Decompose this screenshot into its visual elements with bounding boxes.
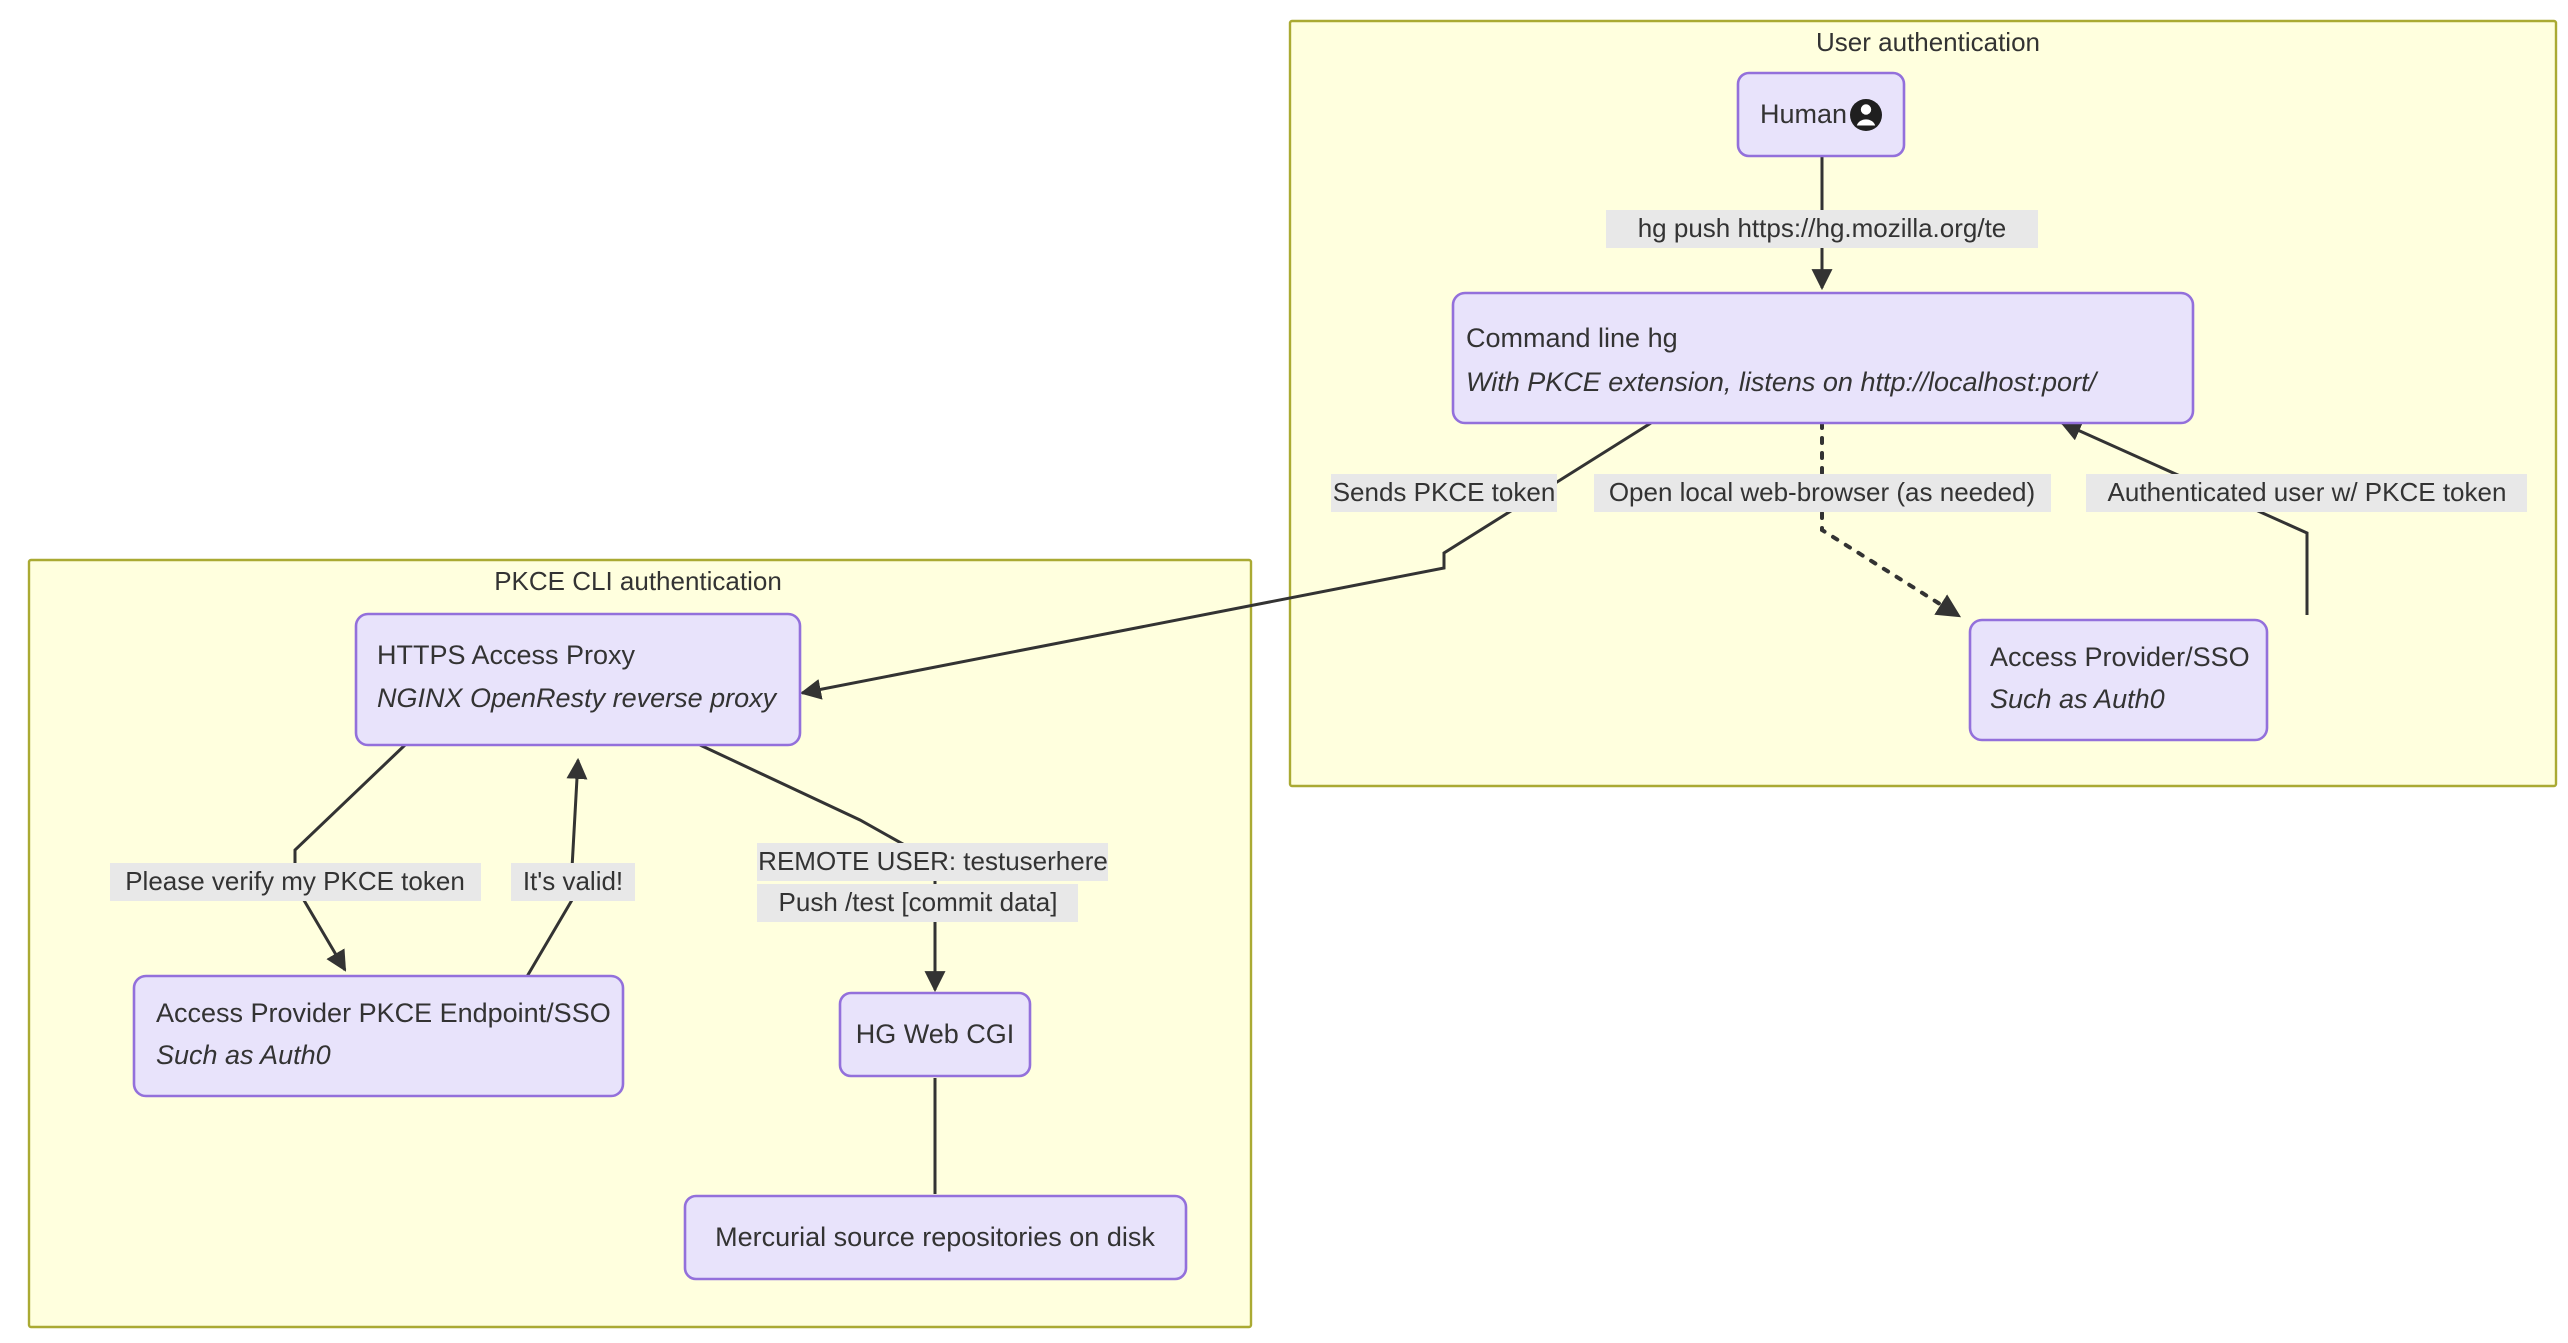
edge-label-human-to-cli-bg bbox=[1606, 210, 2038, 248]
node-command-line-hg[interactable]: Command line hg With PKCE extension, lis… bbox=[1451, 291, 2195, 425]
edge-cli-to-sso bbox=[1820, 421, 1962, 618]
node-mercurial-source-repositories-box[interactable] bbox=[683, 1194, 1188, 1281]
edge-label-human-to-cli-text: hg push https://hg.mozilla.org/te bbox=[1638, 213, 2007, 243]
edge-label-proxy-to-hgweb-bg-line1 bbox=[757, 843, 1108, 881]
node-human-label: Human bbox=[1760, 99, 1847, 129]
edge-label-human-to-cli: hg push https://hg.mozilla.org/te bbox=[1606, 210, 2038, 248]
node-https-access-proxy-subtitle: NGINX OpenResty reverse proxy bbox=[377, 683, 778, 713]
node-command-line-hg-subtitle: With PKCE extension, listens on http://l… bbox=[1466, 367, 2099, 397]
node-hg-web-cgi-box[interactable] bbox=[838, 991, 1032, 1078]
edge-label-cli-to-proxy: Sends PKCE token bbox=[1331, 474, 1557, 512]
edge-label-sso-to-cli-text: Authenticated user w/ PKCE token bbox=[2108, 477, 2507, 507]
edge-label-cli-to-sso-text: Open local web-browser (as needed) bbox=[1609, 477, 2035, 507]
edge-label-sso-to-cli: Authenticated user w/ PKCE token bbox=[2086, 474, 2527, 512]
cluster-user-authentication-label: User authentication bbox=[1816, 27, 2040, 57]
edge-label-pkce-endpoint-to-proxy-text: It's valid! bbox=[523, 866, 623, 896]
node-human[interactable]: Human bbox=[1736, 71, 1906, 158]
node-command-line-hg-title: Command line hg bbox=[1466, 323, 1678, 353]
edge-label-proxy-to-hgweb-line1: REMOTE USER: testuserhere bbox=[758, 846, 1108, 876]
node-command-line-hg-box[interactable] bbox=[1451, 291, 2195, 425]
node-access-provider-sso[interactable]: Access Provider/SSO Such as Auth0 bbox=[1968, 618, 2269, 742]
cluster-pkce-cli-authentication: PKCE CLI authentication bbox=[27, 558, 1253, 1329]
edge-label-proxy-to-hgweb-bg-line2 bbox=[757, 884, 1078, 922]
node-access-provider-sso-box[interactable] bbox=[1968, 618, 2269, 742]
edge-label-cli-to-proxy-bg bbox=[1331, 474, 1557, 512]
edge-label-pkce-endpoint-to-proxy-bg bbox=[511, 863, 635, 901]
edge-label-proxy-to-hgweb: REMOTE USER: testuserhere Push /test [co… bbox=[757, 843, 1108, 922]
edge-sso-to-cli bbox=[2060, 421, 2309, 615]
node-access-provider-pkce-endpoint-sso[interactable]: Access Provider PKCE Endpoint/SSO Such a… bbox=[132, 974, 625, 1098]
node-mercurial-source-repositories-label: Mercurial source repositories on disk bbox=[715, 1222, 1155, 1252]
edge-label-proxy-to-pkce-endpoint-bg bbox=[110, 863, 481, 901]
node-https-access-proxy-box[interactable] bbox=[354, 612, 802, 747]
cluster-pkce-cli-authentication-label: PKCE CLI authentication bbox=[494, 566, 782, 596]
edge-label-cli-to-sso: Open local web-browser (as needed) bbox=[1594, 474, 2051, 512]
cluster-pkce-cli-authentication-box bbox=[27, 558, 1253, 1329]
edge-label-cli-to-sso-bg bbox=[1594, 474, 2051, 512]
node-access-provider-pkce-endpoint-sso-box[interactable] bbox=[132, 974, 625, 1098]
edge-label-pkce-endpoint-to-proxy: It's valid! bbox=[511, 863, 635, 901]
edge-label-sso-to-cli-bg bbox=[2086, 474, 2527, 512]
node-https-access-proxy[interactable]: HTTPS Access Proxy NGINX OpenResty rever… bbox=[354, 612, 802, 747]
node-hg-web-cgi-label: HG Web CGI bbox=[856, 1019, 1015, 1049]
node-human-box[interactable] bbox=[1736, 71, 1906, 158]
edge-label-proxy-to-hgweb-line2: Push /test [commit data] bbox=[779, 887, 1058, 917]
node-access-provider-sso-subtitle: Such as Auth0 bbox=[1990, 684, 2165, 714]
account-circle-icon bbox=[1850, 99, 1882, 131]
node-mercurial-source-repositories[interactable]: Mercurial source repositories on disk bbox=[683, 1194, 1188, 1281]
node-https-access-proxy-title: HTTPS Access Proxy bbox=[377, 640, 636, 670]
edge-proxy-to-hgweb bbox=[699, 743, 946, 993]
edge-label-cli-to-proxy-text: Sends PKCE token bbox=[1333, 477, 1556, 507]
edge-label-proxy-to-pkce-endpoint-text: Please verify my PKCE token bbox=[125, 866, 465, 896]
node-hg-web-cgi[interactable]: HG Web CGI bbox=[838, 991, 1032, 1078]
node-access-provider-pkce-endpoint-sso-title: Access Provider PKCE Endpoint/SSO bbox=[156, 998, 611, 1028]
edge-label-proxy-to-pkce-endpoint: Please verify my PKCE token bbox=[110, 863, 481, 901]
node-access-provider-sso-title: Access Provider/SSO bbox=[1990, 642, 2250, 672]
node-access-provider-pkce-endpoint-sso-subtitle: Such as Auth0 bbox=[156, 1040, 331, 1070]
